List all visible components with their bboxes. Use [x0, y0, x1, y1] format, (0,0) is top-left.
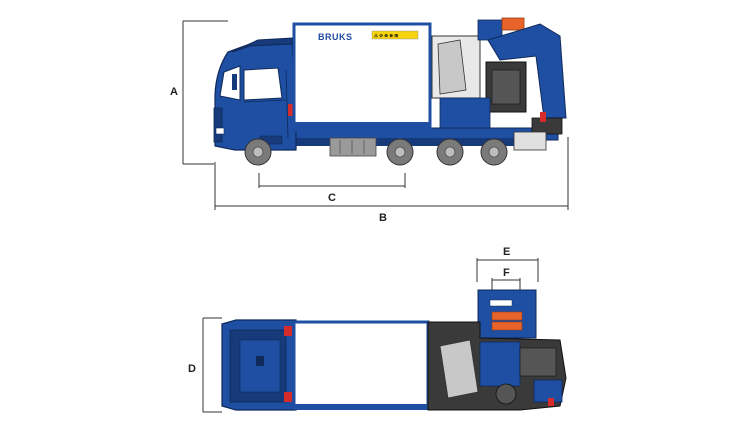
- chipper-machine: [431, 17, 567, 151]
- dimension-b: B: [214, 137, 569, 224]
- dimension-label-b: B: [379, 212, 387, 224]
- dimension-label-a: A: [170, 86, 178, 98]
- dimension-label-e: E: [503, 246, 510, 258]
- cab: [213, 37, 297, 151]
- side-toolbox: [329, 137, 377, 157]
- cab-top: [221, 319, 297, 411]
- container-top: [292, 320, 430, 410]
- dimension-a: A: [170, 20, 228, 165]
- side-view: A B C: [170, 17, 569, 224]
- dimension-c: C: [258, 173, 406, 204]
- dimension-d: D: [188, 317, 222, 413]
- chassis-lower: [290, 138, 530, 146]
- dimension-e: E: [476, 246, 539, 282]
- container-box: BRUKS ⚠ ⊘ ⊕ ⊗ ⊞: [292, 22, 432, 132]
- top-view: D E F: [188, 246, 567, 413]
- dimension-label-f: F: [503, 267, 510, 279]
- dimension-label-d: D: [188, 363, 196, 375]
- warning-sticker-text: ⚠ ⊘ ⊕ ⊗ ⊞: [374, 33, 398, 38]
- side-wheels: [244, 138, 508, 166]
- chipper-top: [427, 289, 567, 411]
- dimension-label-c: C: [328, 192, 336, 204]
- brand-logo-text: BRUKS: [318, 32, 353, 42]
